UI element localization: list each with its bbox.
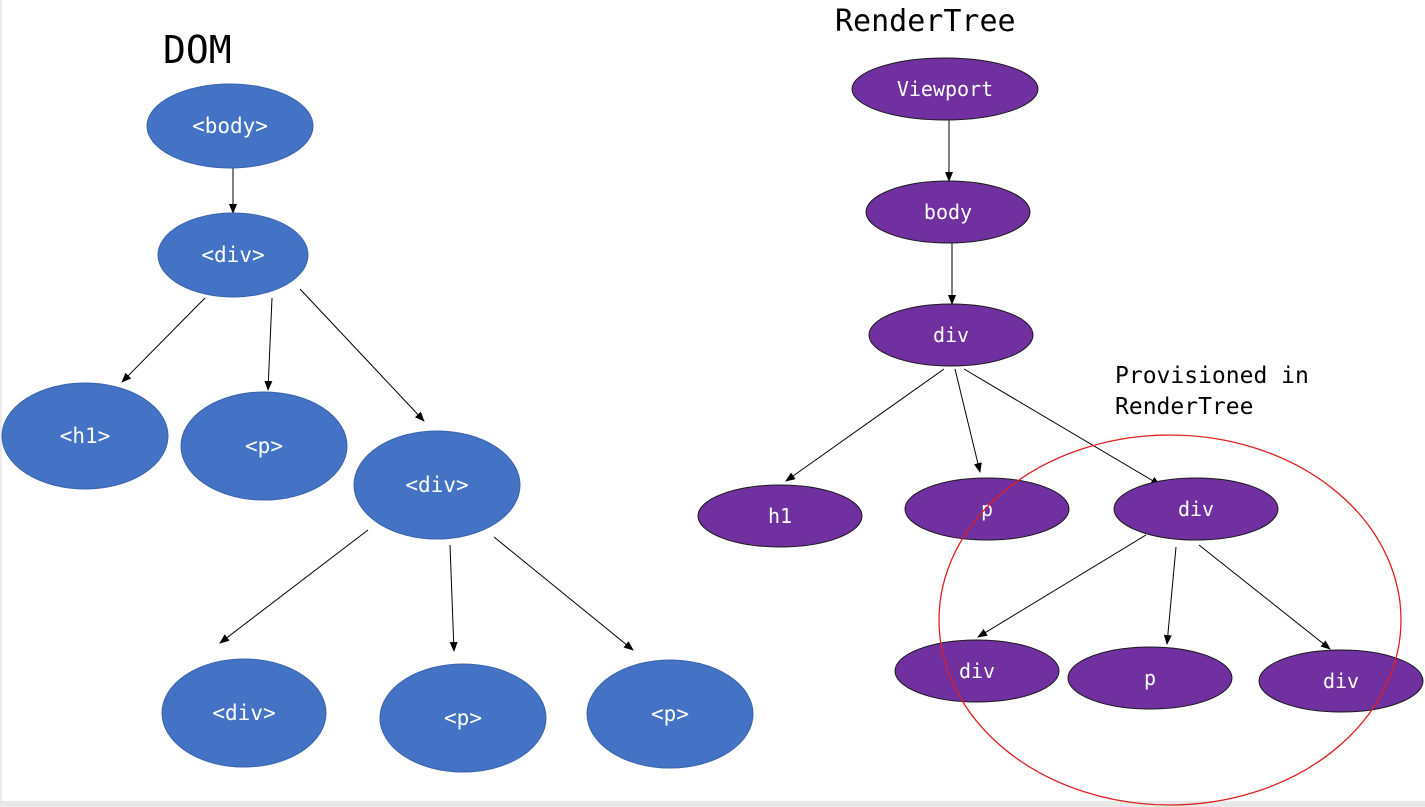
render-node-body-label: body [924,200,972,224]
render-node-div3-label: div [959,659,995,683]
render-node-div1-shape [868,303,1034,367]
dom-edge-div1-to-h1 [121,297,206,383]
page-edge-bottom [0,801,1425,807]
dom-node-p2-shape [379,663,547,773]
edges-layer [121,120,1331,652]
render-node-div2-label: div [1178,497,1214,521]
dom-node-h1: <h1> [1,382,169,490]
page-edge-left [0,0,2,801]
dom-node-div2-shape [353,430,521,540]
render-edge-div2-to-p2 [1163,546,1177,645]
render-node-div2-shape [1113,477,1279,541]
render-edge-div2-to-div4 [1198,544,1331,650]
nodes-layer: <body> <div> <h1> <p> <div> <div> <p> <p> Viewpo… [1,57,1424,773]
dom-node-p3: <p> [586,659,754,769]
render-tree-title: RenderTree [835,4,1016,39]
render-node-h1-label: h1 [768,504,792,528]
dom-node-div3-shape [161,658,327,768]
render-node-div1: div [868,303,1034,367]
dom-node-h1-shape [1,382,169,490]
dom-edge-div1-to-p1 [264,297,273,391]
render-node-p1-label: p [981,497,993,521]
dom-node-div3-label: <div> [212,701,275,725]
dom-edge-div2-to-p3 [493,536,634,651]
render-node-viewport-shape [851,57,1039,121]
dom-node-body-shape [146,83,314,169]
render-node-body-shape [865,180,1031,244]
annotation-line-2: RenderTree [1115,394,1253,420]
render-node-div4: div [1258,649,1424,713]
dom-node-p1-shape [180,391,348,501]
overlay-layer [938,434,1402,806]
render-node-div4-label: div [1323,669,1359,693]
render-node-p1: p [904,477,1070,541]
render-node-div3: div [894,639,1060,703]
dom-node-div1: <div> [157,212,309,298]
render-node-div3-shape [894,639,1060,703]
render-node-div1-label: div [933,323,969,347]
dom-node-div2-label: <div> [405,473,468,497]
dom-edge-div2-to-div3 [219,529,369,644]
dom-node-p3-shape [586,659,754,769]
render-node-viewport-label: Viewport [897,77,993,101]
dom-edge-div2-to-p2 [449,544,458,652]
render-node-p1-shape [904,477,1070,541]
render-node-h1: h1 [697,484,863,548]
render-edge-div1-to-p1 [954,368,982,473]
render-node-div4-shape [1258,649,1424,713]
dom-node-p3-label: <p> [651,702,689,726]
dom-node-div1-label: <div> [201,243,264,267]
dom-title: DOM [163,28,232,72]
dom-node-body-label: <body> [192,114,268,138]
render-node-p2-label: p [1144,666,1156,690]
dom-node-p2: <p> [379,663,547,773]
dom-node-p1: <p> [180,391,348,501]
dom-node-body: <body> [146,83,314,169]
render-node-h1-shape [697,484,863,548]
render-edge-div2-to-div3 [977,534,1147,638]
render-node-body: body [865,180,1031,244]
dom-edge-div1-to-div2 [299,288,425,422]
render-edge-div1-to-h1 [785,368,945,482]
dom-node-p1-label: <p> [245,434,283,458]
render-node-viewport: Viewport [851,57,1039,121]
dom-node-div2: <div> [353,430,521,540]
annotation-line-1: Provisioned in [1115,363,1309,389]
provisioned-highlight-circle [938,434,1402,806]
dom-node-div3: <div> [161,658,327,768]
render-edge-div1-to-div2 [963,368,1161,486]
render-node-div2: div [1113,477,1279,541]
render-node-p2: p [1067,646,1233,710]
render-node-p2-shape [1067,646,1233,710]
dom-node-div1-shape [157,212,309,298]
dom-node-h1-label: <h1> [60,424,111,448]
dom-node-p2-label: <p> [444,706,482,730]
